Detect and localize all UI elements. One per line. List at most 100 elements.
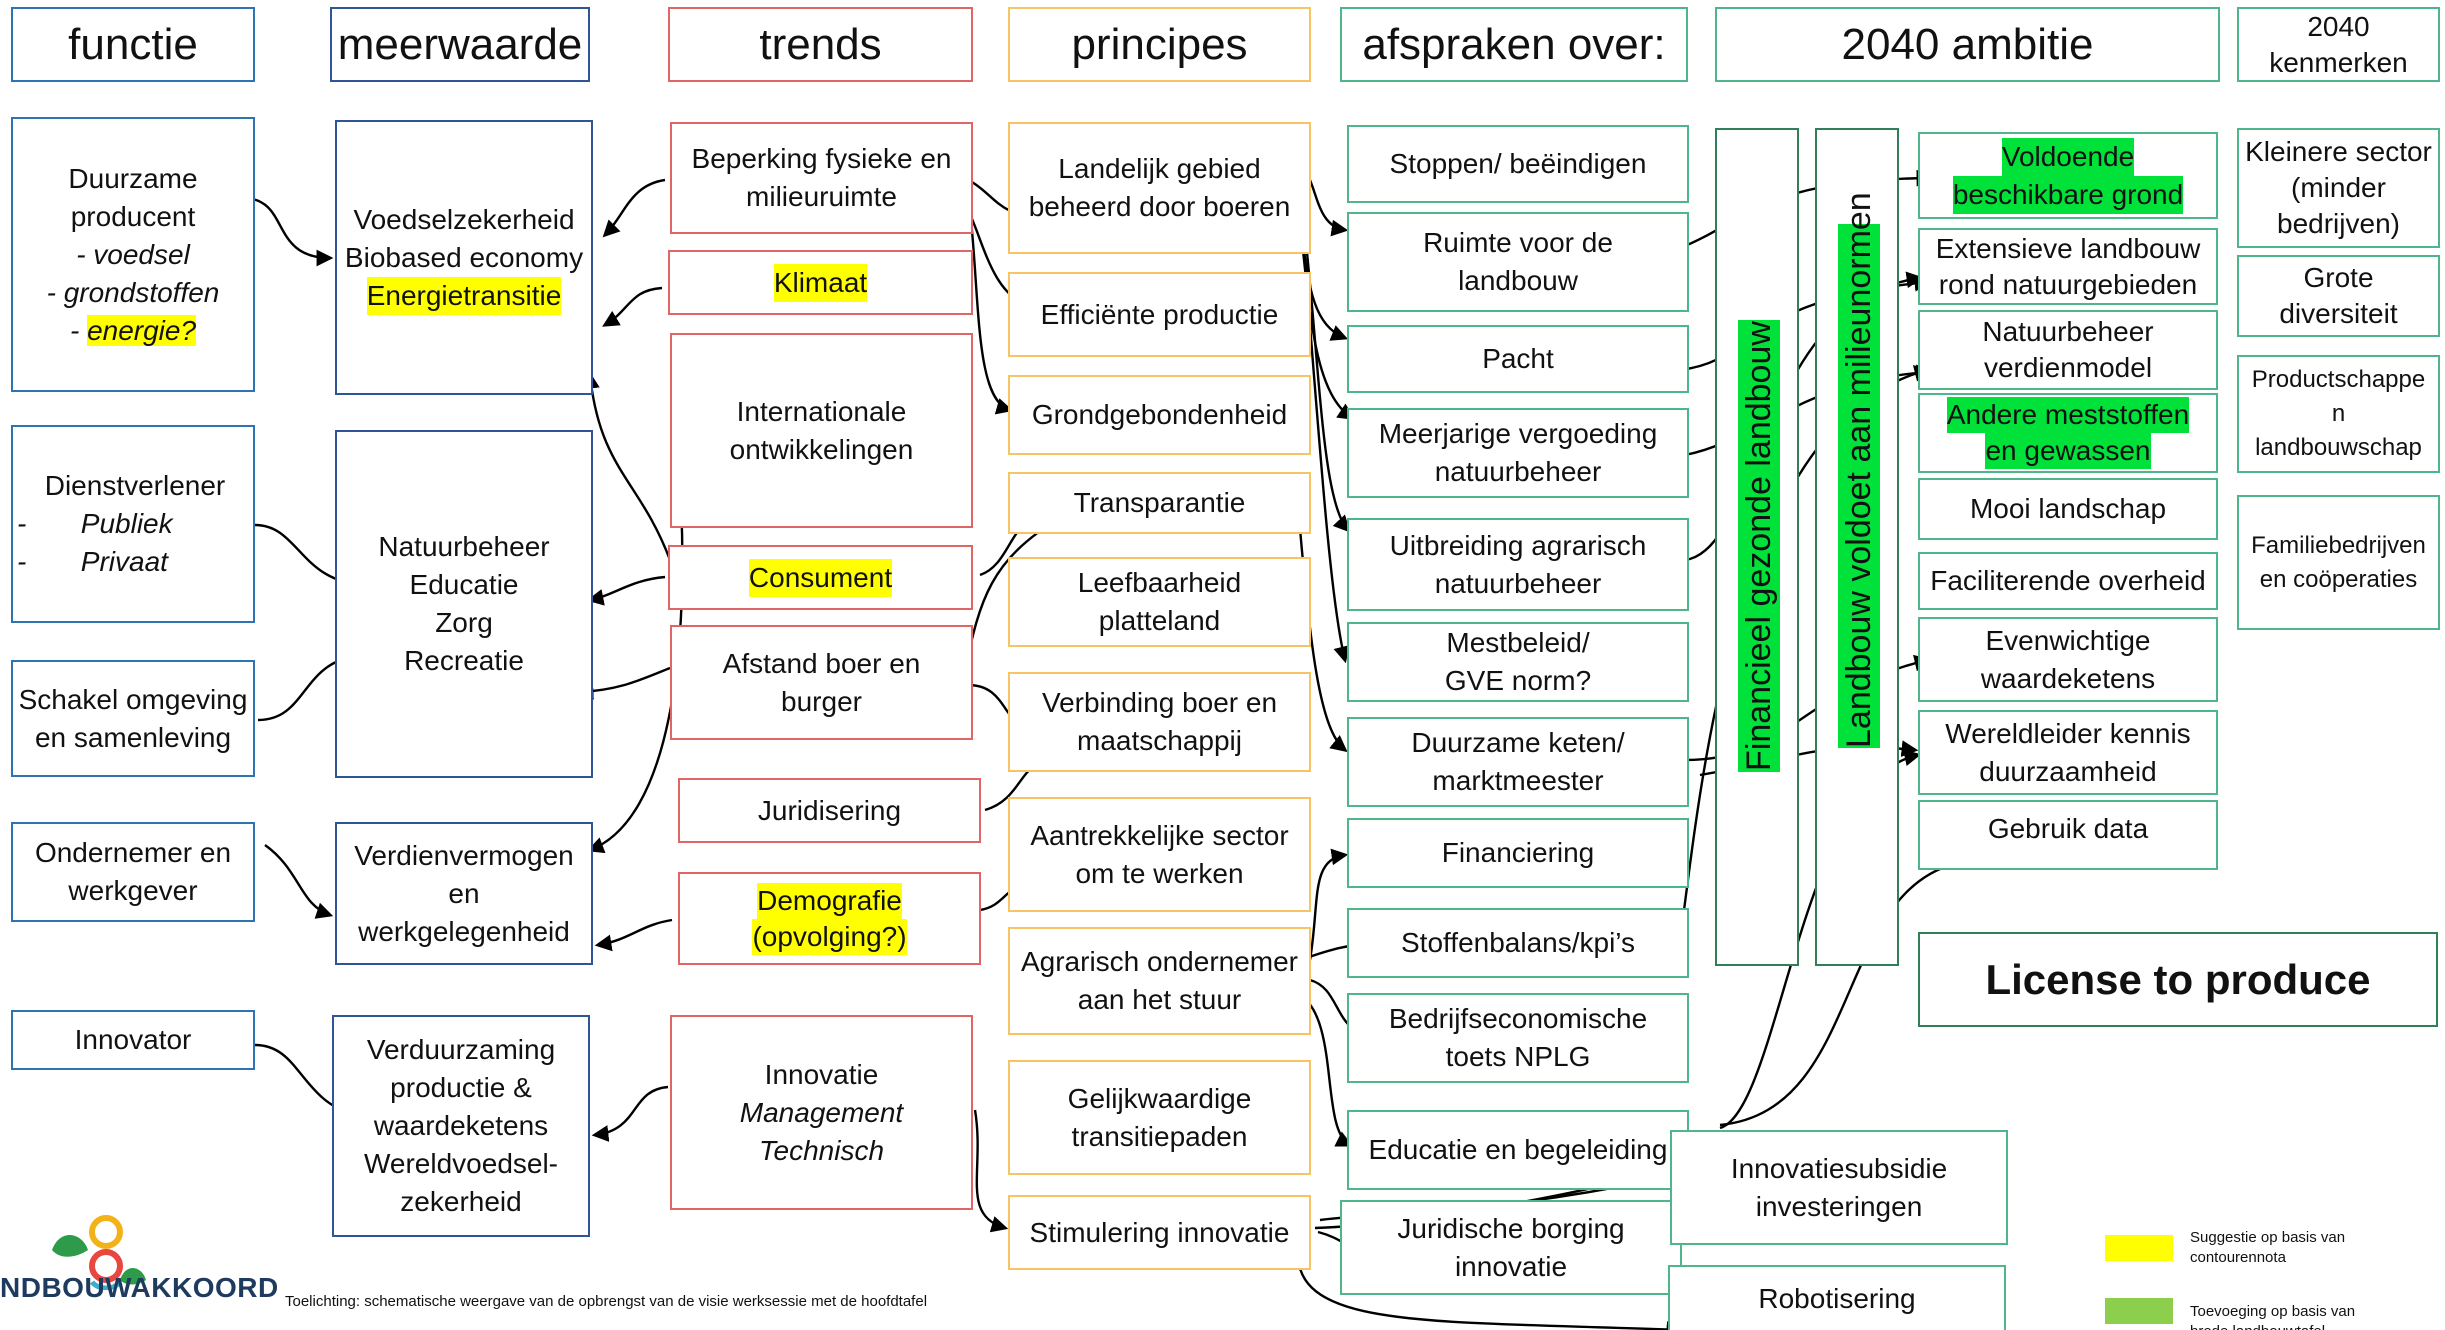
header-kenmerken-line1: 2040 [2307,10,2370,42]
principe-transparantie-label: Transparantie [1073,487,1246,518]
kenmerk-kleinere-sector: Kleinere sector (minder bedrijven) [2237,128,2440,248]
arrow-stim-robot [1296,1244,1684,1330]
afspraak-bedrijf-line2: toets NPLG [1445,1041,1591,1072]
functie-duurzame-grondstoffen: - grondstoffen [46,276,220,308]
ambitie-natuurbeheer-line2: verdienmodel [1983,352,2153,383]
afspraak-subsidie-line2: investeringen [1755,1190,1923,1222]
kenmerk-familie-line2: en coöperaties [2259,565,2418,593]
principe-aantrek-line2: om te werken [1075,857,1244,889]
ambitie-natuurbeheer: Natuurbeheer verdienmodel [1918,310,2218,390]
meerwaarde-verdien-line2: en [448,877,480,909]
trend-beperking-line1: Beperking fysieke en [691,143,952,174]
ambitie-landschap-label: Mooi landschap [1969,493,2167,524]
footer-toelichting: Toelichting: schematische weergave van d… [285,1293,928,1310]
kenmerk-product-line1: Productschappe [2251,366,2426,393]
ambitie-kennis-line1: Wereldleider kennis [1945,717,2191,749]
functie-dienst-privaat: - Privaat [17,546,168,577]
principe-efficient: Efficiënte productie [1008,272,1311,357]
ambitie-license: License to produce [1918,932,2438,1027]
header-trends: trends [668,7,973,82]
trend-innovatie: Innovatie Management Technisch [670,1015,973,1210]
ambitie-natuurbeheer-line1: Natuurbeheer [1982,316,2154,347]
principe-aantrek-line1: Aantrekkelijke sector [1030,819,1289,851]
trend-innovatie-line3: Technisch [758,1134,885,1166]
meerwaarde-natuur-line2: Educatie [409,569,519,600]
ambitie-kennis-line2: duurzaamheid [1979,755,2157,787]
header-principes: principes [1008,7,1311,82]
principe-transparantie: Transparantie [1008,472,1311,534]
trend-juridisering: Juridisering [678,778,981,843]
trend-afstand-line2: burger [781,685,862,717]
afspraak-keten: Duurzame keten/ marktmeester [1347,717,1689,807]
ambitie-milieu-bar: Landbouw voldoet aan milieunormen [1815,128,1899,966]
principe-gelijkwaardig: Gelijkwaardige transitiepaden [1008,1060,1311,1175]
functie-duurzame-line2: producent [70,200,196,232]
arrow-klimaat-voedsel [602,286,663,327]
functie-dienstverlener: Dienstverlener - Publiek - Privaat [11,425,255,623]
trend-beperking: Beperking fysieke en milieuruimte [670,122,973,234]
header-functie: functie [11,7,255,82]
functie-duurzame-line1: Duurzame [68,162,198,194]
trend-juridisering-label: Juridisering [757,794,902,826]
afspraak-subsidie-line1: Innovatiesubsidie [1730,1152,1948,1184]
kenmerk-product-line3: landbouwschap [2255,434,2422,461]
arrow-afstand-natuur [576,666,671,700]
principe-gelijk-line1: Gelijkwaardige [1067,1082,1252,1114]
ambitie-data: Gebruik data [1918,800,2218,870]
afspraak-borging-line2: innovatie [1454,1250,1568,1282]
afspraak-educatie: Educatie en begeleiding [1347,1110,1689,1190]
ambitie-financieel-bar: Financieel gezonde landbouw [1715,128,1799,966]
principe-landelijk-line2: beheerd door boeren [1028,191,1291,222]
header-principes-label: principes [1071,19,1248,69]
functie-innovator-label: Innovator [74,1024,192,1055]
ambitie-milieu-label: Landbouw voldoet aan milieunormen [1838,192,1880,748]
trend-demografie-line2: (opvolging?) [752,918,907,955]
ambitie-extensief: Extensieve landbouw rond natuurgebieden [1918,228,2218,305]
kenmerk-kleiner-line1: Kleinere sector [2245,136,2432,167]
functie-duurzame-energie-highlight: energie? [87,314,197,346]
trend-afstand: Afstand boer en burger [670,625,973,740]
afspraak-ruimte: Ruimte voor de landbouw [1347,212,1689,312]
arrow-subsidie-data [1719,852,1982,1127]
afspraak-mestbeleid: Mestbeleid/ GVE norm? [1347,622,1689,702]
legend-yellow-swatch [2105,1235,2173,1261]
ambitie-waarde-line2: waardeketens [1980,662,2156,694]
kenmerk-kleiner-line2: (minder [2291,172,2386,203]
arrow-agr-educatie [1299,993,1354,1147]
header-kenmerken-line2: kenmerken [2269,46,2408,78]
afspraak-mest-line2: GVE norm? [1444,665,1592,696]
functie-duurzame-voedsel: - voedsel [76,238,190,270]
afspraak-uitbreiding: Uitbreiding agrarisch natuurbeheer [1347,518,1689,611]
principe-leefbaar-line1: Leefbaarheid [1077,567,1242,598]
legend-green-line1: Toevoeging op basis van [2190,1303,2356,1320]
kenmerk-diversiteit-line2: diversiteit [2279,298,2398,329]
afspraak-uitbreiding-line2: natuurbeheer [1434,567,1602,599]
functie-dienst-publiek: - Publiek [17,508,173,539]
principe-aantrekkelijk: Aantrekkelijke sector om te werken [1008,797,1311,912]
landbouwakkoord-logo: NDBOUWAKKOORD [0,1210,278,1330]
principe-efficient-label: Efficiënte productie [1040,298,1279,330]
trend-klimaat: Klimaat [668,250,973,315]
ambitie-extensief-line1: Extensieve landbouw [1935,232,2201,264]
arrow-intl-voedsel [583,371,672,561]
afspraak-robot-label: Robotisering [1758,1282,1916,1314]
ambitie-landschap: Mooi landschap [1918,478,2218,540]
afspraak-stoppen: Stoppen/ beëindigen [1347,125,1689,203]
arrow-ondernemer-verdien [264,844,334,919]
afspraak-innovatiesubsidie: Innovatiesubsidie investeringen [1670,1130,2008,1245]
afspraak-financiering-label: Financiering [1441,837,1595,868]
afspraak-financiering: Financiering [1347,818,1689,888]
principe-grond: Grondgebondenheid [1008,375,1311,455]
meerwaarde-verduurz-line4: Wereldvoedsel- [363,1148,559,1179]
afspraak-meerjarig-line2: natuurbeheer [1434,456,1602,487]
meerwaarde-natuur-line4: Recreatie [404,645,524,676]
trend-demografie-line1: Demografie [757,882,902,919]
header-meerwaarde-label: meerwaarde [337,19,583,69]
functie-schakel-line2: en samenleving [34,721,232,753]
functie-ondernemer-line2: werkgever [68,875,198,906]
trend-beperking-line2: milieuruimte [746,181,897,212]
trend-innovatie-line2: Management [739,1096,904,1128]
ambitie-data-label: Gebruik data [1987,813,2149,844]
ambitie-overheid-label: Faciliterende overheid [1930,565,2206,596]
kenmerk-diversiteit: Grote diversiteit [2237,255,2440,337]
